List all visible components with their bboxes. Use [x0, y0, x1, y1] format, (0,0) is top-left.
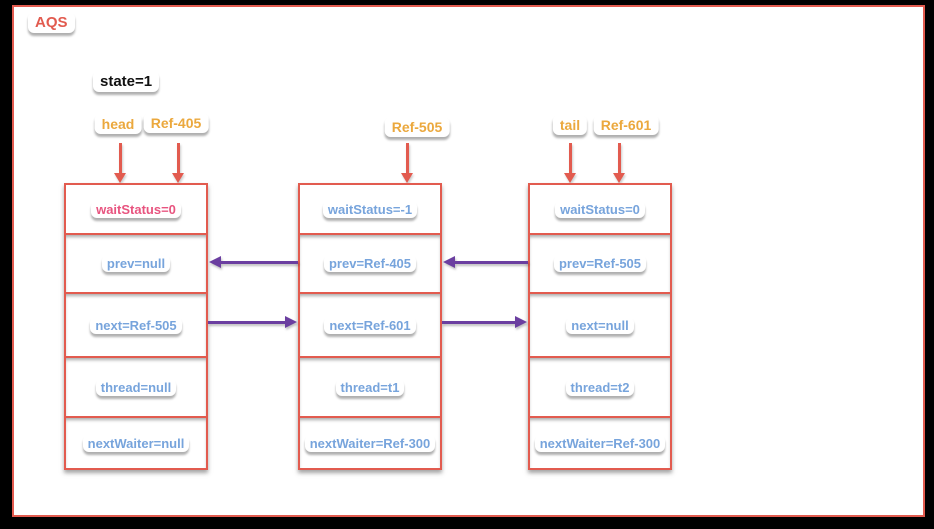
tail-down-arrow-icon — [564, 143, 576, 183]
ref-505-label: Ref-505 — [384, 117, 450, 137]
arrow-shaft — [176, 143, 180, 175]
prev-row: prev=Ref-405 — [300, 233, 440, 292]
head-pointer-label: head — [94, 114, 142, 134]
arrow-head — [114, 173, 126, 183]
prev-row: prev=Ref-505 — [530, 233, 670, 292]
next-row: next=null — [530, 292, 670, 356]
head-down-arrow-icon — [114, 143, 126, 183]
ref-405-down-arrow-icon — [172, 143, 184, 183]
arrow-head — [564, 173, 576, 183]
waitstatus-row: waitStatus=0 — [66, 185, 206, 233]
nextwaiter-value: nextWaiter=Ref-300 — [304, 434, 436, 452]
nextwaiter-value: nextWaiter=Ref-300 — [534, 434, 666, 452]
thread-value: thread=null — [95, 378, 177, 396]
arrow-shaft — [454, 261, 528, 264]
waitstatus-value: waitStatus=-1 — [322, 200, 418, 218]
nextwaiter-row: nextWaiter=Ref-300 — [300, 416, 440, 468]
arrow-shaft — [220, 261, 298, 264]
nextwaiter-row: nextWaiter=Ref-300 — [530, 416, 670, 468]
arrow-shaft — [568, 143, 572, 175]
node-ref-505: waitStatus=-1 prev=Ref-405 next=Ref-601 … — [298, 183, 442, 470]
waitstatus-value: waitStatus=0 — [555, 200, 645, 218]
ref-505-down-arrow-icon — [401, 143, 413, 183]
prev-value: prev=Ref-505 — [553, 255, 647, 272]
prev-value: prev=Ref-405 — [323, 255, 417, 272]
ref-405-label: Ref-405 — [143, 113, 209, 133]
diagram-title: AQS — [28, 12, 75, 33]
prev-link-arrow-505-to-405 — [209, 256, 298, 269]
thread-row: thread=t2 — [530, 356, 670, 416]
thread-value: thread=t1 — [335, 378, 405, 396]
next-link-arrow-505-to-601 — [442, 316, 527, 329]
arrow-head — [285, 316, 297, 328]
prev-value: prev=null — [101, 255, 171, 272]
nextwaiter-row: nextWaiter=null — [66, 416, 206, 468]
node-ref-601: waitStatus=0 prev=Ref-505 next=null thre… — [528, 183, 672, 470]
next-value: next=Ref-601 — [324, 316, 416, 334]
prev-link-arrow-601-to-505 — [443, 256, 528, 269]
next-value: next=null — [566, 316, 634, 334]
node-ref-405: waitStatus=0 prev=null next=Ref-505 thre… — [64, 183, 208, 470]
arrow-shaft — [118, 143, 122, 175]
arrow-head — [613, 173, 625, 183]
arrow-head — [401, 173, 413, 183]
arrow-shaft — [208, 321, 286, 324]
waitstatus-value: waitStatus=0 — [91, 200, 181, 218]
next-link-arrow-405-to-505 — [208, 316, 297, 329]
arrow-shaft — [442, 321, 516, 324]
ref-601-down-arrow-icon — [613, 143, 625, 183]
next-value: next=Ref-505 — [90, 316, 182, 334]
state-label: state=1 — [93, 71, 160, 92]
ref-601-label: Ref-601 — [593, 115, 659, 135]
tail-pointer-label: tail — [552, 115, 588, 135]
arrow-head — [209, 256, 221, 268]
prev-row: prev=null — [66, 233, 206, 292]
arrow-head — [443, 256, 455, 268]
arrow-shaft — [405, 143, 409, 175]
next-row: next=Ref-505 — [66, 292, 206, 356]
thread-row: thread=null — [66, 356, 206, 416]
waitstatus-row: waitStatus=0 — [530, 185, 670, 233]
next-row: next=Ref-601 — [300, 292, 440, 356]
arrow-shaft — [617, 143, 621, 175]
arrow-head — [515, 316, 527, 328]
thread-value: thread=t2 — [565, 378, 635, 396]
thread-row: thread=t1 — [300, 356, 440, 416]
waitstatus-row: waitStatus=-1 — [300, 185, 440, 233]
nextwaiter-value: nextWaiter=null — [82, 434, 190, 452]
arrow-head — [172, 173, 184, 183]
